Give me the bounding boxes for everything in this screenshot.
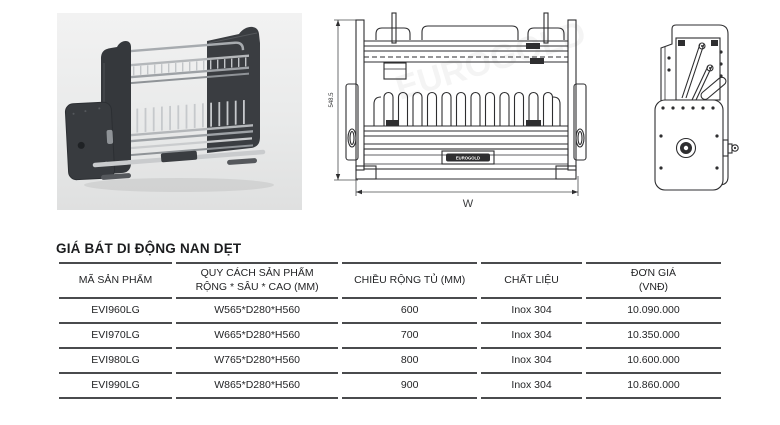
- brand-badge-front: EUROGOLD: [441, 150, 495, 165]
- height-dim-label: 548.5: [329, 92, 335, 108]
- brand-badge-3d: [160, 150, 198, 163]
- table-row: EVI970LG W665*D280*H560 700 Inox 304 10.…: [59, 324, 721, 349]
- front-view-drawing: EUROGOLD 548.5 W: [322, 8, 607, 220]
- product-3d-render: [57, 13, 302, 210]
- brand-badge-label: EUROGOLD: [456, 156, 480, 161]
- cell-material: Inox 304: [481, 299, 582, 324]
- cell-product-code: EVI980LG: [59, 349, 173, 374]
- cell-cabinet-width: 600: [342, 299, 478, 324]
- width-dim-label: W: [463, 198, 474, 210]
- table-row: EVI960LG W565*D280*H560 600 Inox 304 10.…: [59, 299, 721, 324]
- cell-product-code: EVI970LG: [59, 324, 173, 349]
- cell-material: Inox 304: [481, 374, 582, 399]
- cell-product-size: W665*D280*H560: [176, 324, 339, 349]
- header-unit-price: ĐƠN GIÁ (VNĐ): [585, 262, 721, 299]
- cell-price: 10.860.000: [585, 374, 721, 399]
- cell-cabinet-width: 800: [342, 349, 478, 374]
- cell-product-size: W765*D280*H560: [176, 349, 339, 374]
- cell-cabinet-width: 700: [342, 324, 478, 349]
- cell-material: Inox 304: [481, 324, 582, 349]
- header-product-size: QUY CÁCH SẢN PHẨM RỘNG * SÂU * CAO (MM): [176, 262, 339, 299]
- cell-product-code: EVI960LG: [59, 299, 173, 324]
- table-row: EVI980LG W765*D280*H560 800 Inox 304 10.…: [59, 349, 721, 374]
- side-rack-structure: [654, 24, 739, 191]
- header-material: CHẤT LIỆU: [481, 262, 582, 299]
- table-row: EVI990LG W865*D280*H560 900 Inox 304 10.…: [59, 374, 721, 399]
- side-view-drawing: [628, 8, 778, 208]
- cell-product-size: W565*D280*H560: [176, 299, 339, 324]
- header-product-code: MÃ SẢN PHẨM: [59, 262, 173, 299]
- width-dimension: W: [355, 176, 579, 210]
- front-rack-structure: [345, 12, 587, 180]
- dish-rack-render-graphic: [64, 26, 274, 192]
- cell-product-code: EVI990LG: [59, 374, 173, 399]
- cell-price: 10.350.000: [585, 324, 721, 349]
- cell-cabinet-width: 900: [342, 374, 478, 399]
- page-title: GIÁ BÁT DI ĐỘNG NAN DẸT: [56, 241, 242, 256]
- table-header-row: MÃ SẢN PHẨM QUY CÁCH SẢN PHẨM RỘNG * SÂU…: [59, 262, 721, 299]
- header-cabinet-width: CHIỀU RỘNG TỦ (MM): [342, 262, 478, 299]
- lift-mechanism-box: [64, 101, 116, 181]
- cell-material: Inox 304: [481, 349, 582, 374]
- cell-price: 10.090.000: [585, 299, 721, 324]
- cell-price: 10.600.000: [585, 349, 721, 374]
- spec-table: MÃ SẢN PHẨM QUY CÁCH SẢN PHẨM RỘNG * SÂU…: [55, 262, 725, 399]
- cell-product-size: W865*D280*H560: [176, 374, 339, 399]
